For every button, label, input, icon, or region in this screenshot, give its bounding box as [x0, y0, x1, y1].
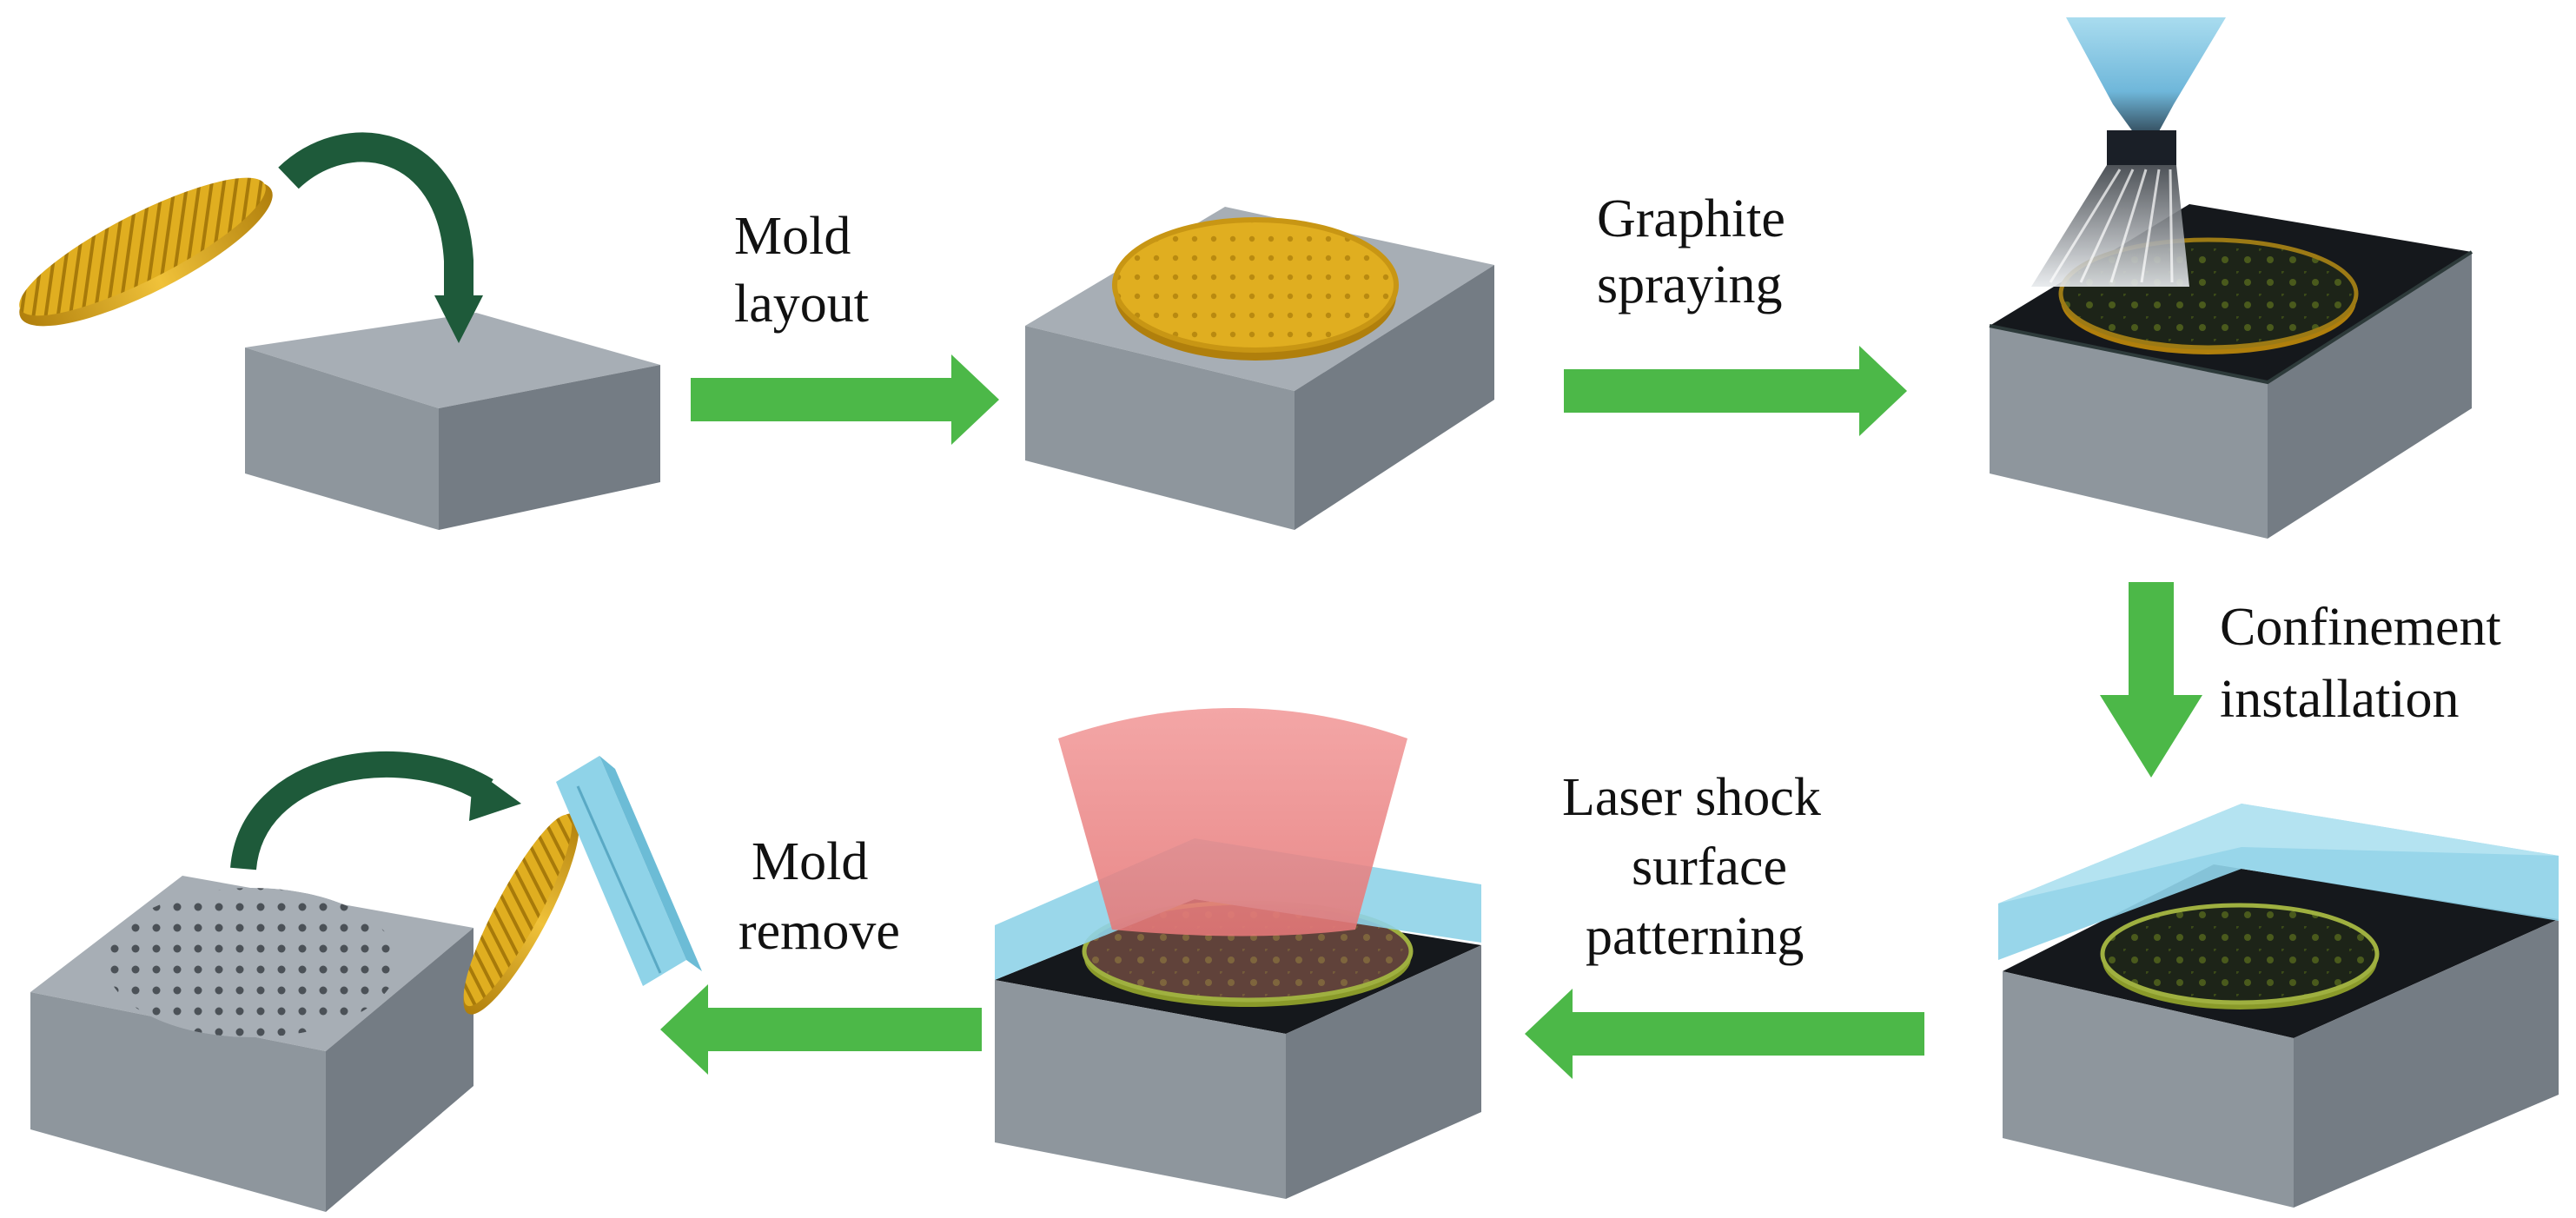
graphite-coated-disc: [2100, 903, 2380, 1009]
step1-mold-block: [245, 313, 660, 530]
process-arrow-icon: [691, 354, 999, 445]
curved-arrow-icon: [278, 132, 483, 343]
mold-layout-label-line2: layout: [734, 275, 869, 334]
laser-beam-icon: [1058, 708, 1407, 937]
confinement-glass-icon: [1998, 804, 2559, 960]
graphite-spraying-label-line1: Graphite: [1597, 189, 1785, 248]
confinement-installation-label-line1: Confinement: [2220, 598, 2501, 657]
spray-nozzle-icon: [2031, 17, 2226, 287]
confinement-glass-icon: [556, 756, 702, 986]
gold-disc-icon: [1112, 217, 1399, 361]
process-arrow-icon: [1564, 346, 1907, 436]
mold-remove-label-line1: Mold: [752, 832, 868, 891]
confinement-installation-label-line2: installation: [2220, 670, 2460, 729]
curved-arrow-icon: [230, 751, 521, 870]
step6-patterned-mold-block: [30, 876, 473, 1212]
gold-disc-icon: [463, 813, 579, 1015]
gold-disc-icon: [19, 177, 273, 327]
laser-shock-label-line2: surface: [1632, 837, 1787, 897]
laser-shock-label-line1: Laser shock: [1562, 768, 1821, 827]
process-arrow-icon: [2100, 582, 2202, 778]
graphite-spraying-label-line2: spraying: [1597, 255, 1783, 314]
mold-layout-label-line1: Mold: [734, 207, 851, 266]
laser-shock-label-line3: patterning: [1586, 907, 1804, 966]
mold-remove-label-line2: remove: [738, 902, 900, 961]
process-arrow-icon: [1525, 989, 1924, 1079]
process-arrow-icon: [660, 984, 982, 1075]
